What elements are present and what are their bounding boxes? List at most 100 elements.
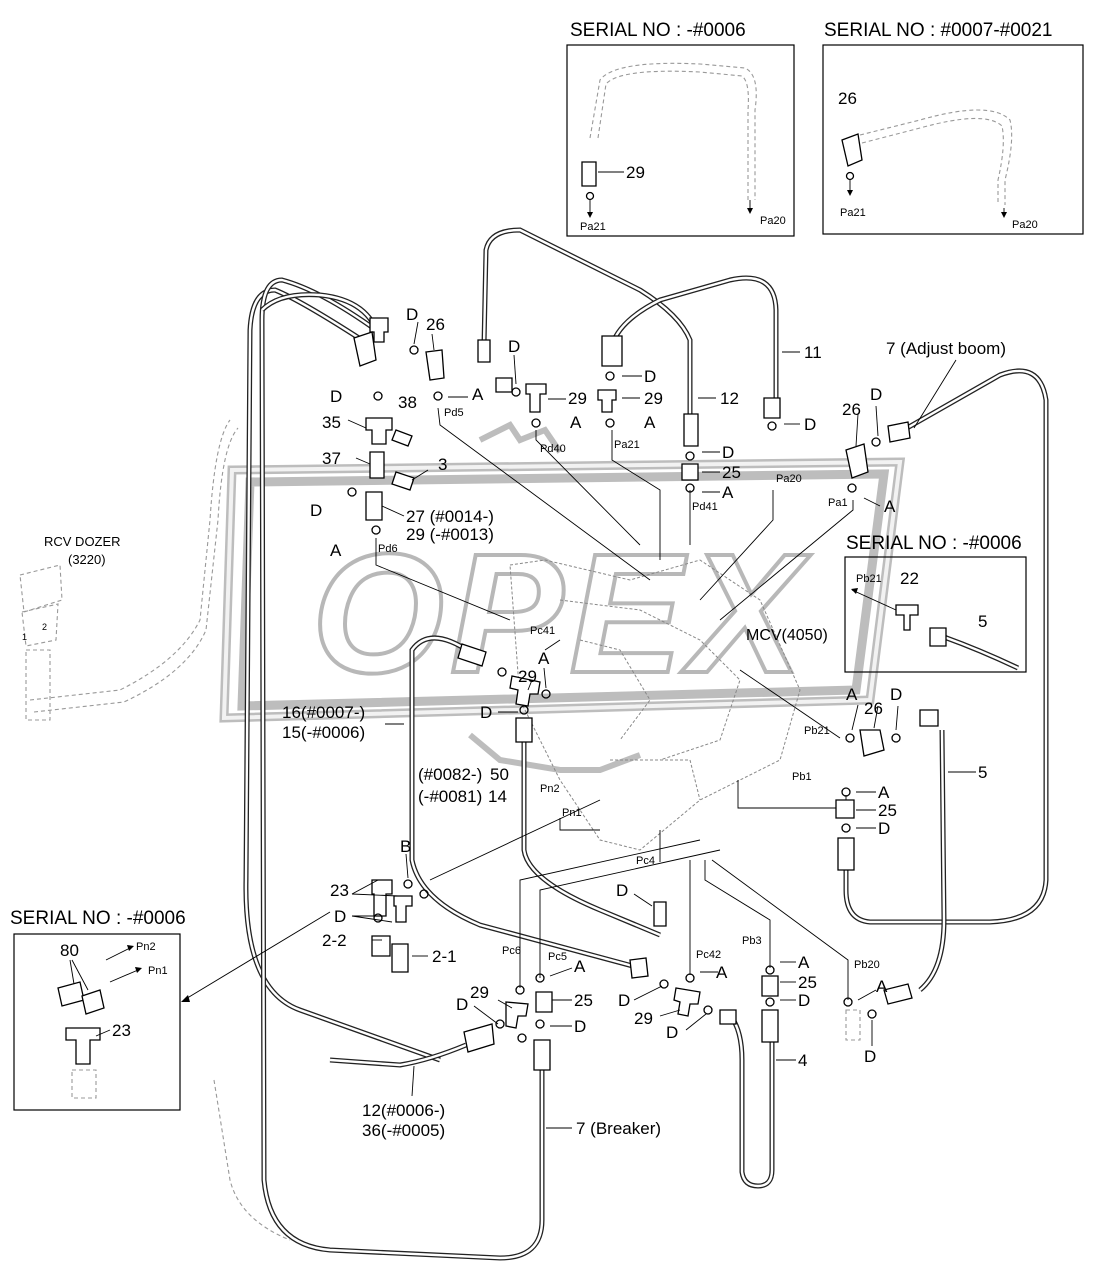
callout: D — [456, 995, 468, 1014]
callout: 27 (#0014-) — [406, 507, 494, 526]
port-label: Pn1 — [562, 807, 582, 819]
callout-leaders — [347, 321, 976, 1129]
port-label: Pa21 — [614, 439, 640, 451]
callout: D — [406, 305, 418, 324]
callout: 23 — [330, 881, 349, 900]
callout: D — [864, 1047, 876, 1066]
callout: 26 — [426, 315, 445, 334]
serial-box-title: SERIAL NO : #0007-#0021 — [824, 20, 1053, 41]
callout: 7 (Adjust boom) — [886, 339, 1006, 358]
part-callout: 29 — [626, 163, 645, 182]
callout: 14 — [488, 787, 507, 806]
port-label: Pb3 — [742, 935, 762, 947]
callout: A — [884, 497, 896, 516]
port-label: Pb1 — [792, 771, 812, 783]
port-label: Pd6 — [378, 543, 398, 555]
callout: A — [722, 483, 734, 502]
part-callouts: 26 D D 38 35 37 3 27 (#0014-) 29 (-#0013… — [282, 305, 1006, 1140]
callout: 12 — [720, 389, 739, 408]
port-label: Pc42 — [696, 949, 721, 961]
callout: 3 — [438, 455, 447, 474]
serial-box-title: SERIAL NO : -#0006 — [570, 20, 746, 41]
port-label: Pn2 — [540, 783, 560, 795]
callout: 38 — [398, 393, 417, 412]
port-label: Pn2 — [136, 941, 156, 953]
port-label: Pa20 — [776, 473, 802, 485]
callout: B — [400, 837, 411, 856]
part-callout: 23 — [112, 1021, 131, 1040]
callout: A — [798, 953, 810, 972]
callout: 25 — [574, 991, 593, 1010]
port-label: Pd5 — [444, 407, 464, 419]
callout: 2-2 — [322, 931, 347, 950]
callout: 26 — [842, 400, 861, 419]
callout: D — [334, 907, 346, 926]
callout: D — [310, 501, 322, 520]
port-label: Pb21 — [804, 725, 830, 737]
port-label: Pa21 — [840, 207, 866, 219]
port-label: Pa21 — [580, 221, 606, 233]
callout: A — [846, 685, 858, 704]
callout: 26 — [864, 699, 883, 718]
callout: 5 — [978, 763, 987, 782]
callout: A — [538, 649, 550, 668]
watermark-text: OPEX — [312, 519, 811, 709]
port-label: Pa20 — [1012, 219, 1038, 231]
callout: 4 — [798, 1051, 807, 1070]
rcv-dozer-label: RCV DOZER — [44, 534, 121, 549]
callout: A — [876, 977, 888, 996]
callout: D — [644, 367, 656, 386]
serial-box-title: SERIAL NO : -#0006 — [10, 908, 186, 929]
rcv-dozer: RCV DOZER (3220) 1 2 — [19, 419, 291, 1241]
port-label: Pc5 — [548, 951, 567, 963]
callout: A — [472, 385, 484, 404]
callout: 29 — [518, 667, 537, 686]
part-callout: 26 — [838, 89, 857, 108]
callout: D — [804, 415, 816, 434]
callout: D — [890, 685, 902, 704]
serial-box-3: SERIAL NO : -#0006 Pb21 22 5 — [844, 533, 1027, 673]
port-label: Pn1 — [148, 965, 168, 977]
callout: 50 — [490, 765, 509, 784]
callout: D — [574, 1017, 586, 1036]
callout: (#0082-) — [418, 765, 482, 784]
callout: 29 — [634, 1009, 653, 1028]
serial-box-2: SERIAL NO : #0007-#0021 26 Pa21 Pa20 — [822, 20, 1084, 235]
serial-box-4: SERIAL NO : -#0006 80 Pn2 Pn1 23 — [10, 908, 186, 1111]
callout: D — [616, 881, 628, 900]
part-callout: 5 — [978, 612, 987, 631]
part-callout: 22 — [900, 569, 919, 588]
callout: 29 — [470, 983, 489, 1002]
watermark: OPEX — [219, 421, 906, 773]
callout: A — [644, 413, 656, 432]
callout: D — [722, 443, 734, 462]
serial-box-title: SERIAL NO : -#0006 — [846, 533, 1022, 554]
callout: A — [716, 963, 728, 982]
callout: (-#0081) — [418, 787, 482, 806]
callout: 16(#0007-) — [282, 703, 365, 722]
mcv-valve: MCV(4050) — [509, 559, 828, 851]
mcv-label: MCV(4050) — [746, 627, 828, 644]
callout: 35 — [322, 413, 341, 432]
callout: 29 — [568, 389, 587, 408]
rcv-port-2: 2 — [42, 622, 47, 632]
callout: D — [798, 991, 810, 1010]
callout: 12(#0006-) — [362, 1101, 445, 1120]
callout: 25 — [878, 801, 897, 820]
serial-box-1: SERIAL NO : -#0006 29 Pa21 Pa20 — [566, 20, 795, 237]
port-label: Pb21 — [856, 573, 882, 585]
callout: 29 (-#0013) — [406, 525, 494, 544]
callout: 29 — [644, 389, 663, 408]
callout: A — [330, 541, 342, 560]
port-label: Pd41 — [692, 501, 718, 513]
callout: 7 (Breaker) — [576, 1119, 661, 1138]
callout: D — [870, 385, 882, 404]
callout: 37 — [322, 449, 341, 468]
port-label: Pa1 — [828, 497, 848, 509]
callout: 25 — [722, 463, 741, 482]
part-callout: 80 — [60, 941, 79, 960]
port-labels: Pd5 Pd40 Pa21 Pd41 Pa20 Pa1 Pd6 Pc41 Pb2… — [378, 407, 880, 971]
port-label: Pd40 — [540, 443, 566, 455]
callout: A — [878, 783, 890, 802]
